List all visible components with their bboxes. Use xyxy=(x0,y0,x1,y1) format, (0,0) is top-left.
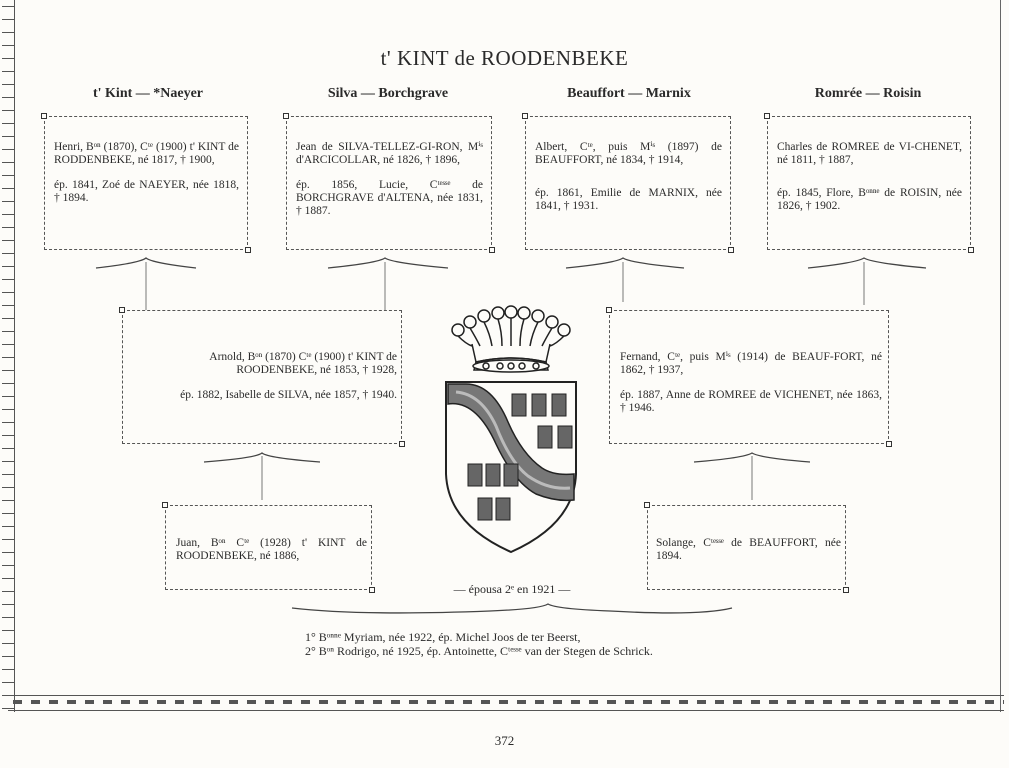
brace-2 xyxy=(327,257,449,269)
genealogy-box-henri: Henri, Bᵒⁿ (1870), Cᵗᵉ (1900) t' KINT de… xyxy=(41,113,251,253)
column-heading-1: t' Kint — *Naeyer xyxy=(92,86,204,101)
children-list: 1° Bᵒⁿⁿᵉ Myriam, née 1922, ép. Michel Jo… xyxy=(305,630,825,658)
brace-1 xyxy=(95,257,197,269)
spouse-entry: ép. 1845, Flore, Bᵒⁿⁿᵉ de ROISIN, née 18… xyxy=(777,187,962,212)
spouse-entry: ép. 1887, Anne de ROMREE de VICHENET, né… xyxy=(620,389,882,414)
genealogy-box-fernand: Fernand, Cᵗᵉ, puis Mⁱˢ (1914) de BEAUF-F… xyxy=(606,307,892,447)
column-heading-2: Silva — Borchgrave xyxy=(327,86,449,101)
spouse-entry: ép. 1882, Isabelle de SILVA, née 1857, †… xyxy=(180,389,397,401)
bottom-border-ornament xyxy=(8,695,1004,711)
brace-6 xyxy=(693,452,811,463)
left-border-ornament xyxy=(2,0,15,712)
genealogy-box-jean: Jean de SILVA-TELLEZ-GI-RON, Mⁱˢ d'ARCIC… xyxy=(283,113,495,253)
brace-7 xyxy=(291,603,733,614)
genealogy-box-albert: Albert, Cᵗᵉ, puis Mⁱˢ (1897) de BEAUFFOR… xyxy=(522,113,734,253)
child-entry: 2° Bᵒⁿ Rodrigo, né 1925, ép. Antoinette,… xyxy=(305,644,653,658)
person-entry: Henri, Bᵒⁿ (1870), Cᵗᵉ (1900) t' KINT de… xyxy=(54,141,239,166)
person-entry: Arnold, Bᵒⁿ (1870) Cᵗᵉ (1900) t' KINT de… xyxy=(209,351,397,376)
page-title: t' KINT de ROODENBEKE xyxy=(380,46,629,70)
column-heading-3: Beauffort — Marnix xyxy=(567,86,691,101)
brace-3 xyxy=(565,257,685,269)
page-number: 372 xyxy=(494,733,515,748)
child-entry: 1° Bᵒⁿⁿᵉ Myriam, née 1922, ép. Michel Jo… xyxy=(305,630,581,644)
person-entry: Juan, Bᵒⁿ Cᵗᵉ (1928) t' KINT de ROODENBE… xyxy=(176,537,367,562)
person-entry: Charles de ROMREE de VI-CHENET, né 1811,… xyxy=(777,141,962,166)
genealogy-box-arnold: Arnold, Bᵒⁿ (1870) Cᵗᵉ (1900) t' KINT de… xyxy=(119,307,405,447)
person-entry: Jean de SILVA-TELLEZ-GI-RON, Mⁱˢ d'ARCIC… xyxy=(296,141,483,166)
person-entry: Fernand, Cᵗᵉ, puis Mⁱˢ (1914) de BEAUF-F… xyxy=(620,351,882,376)
person-entry: Solange, Cᵗᵉˢˢᵉ de BEAUFFORT, née 1894. xyxy=(656,537,841,562)
spouse-entry: ép. 1861, Emilie de MARNIX, née 1841, † … xyxy=(535,187,722,212)
spouse-entry: ép. 1856, Lucie, Cᵗᵉˢˢᵉ de BORCHGRAVE d'… xyxy=(296,179,483,217)
column-heading-4: Romrée — Roisin xyxy=(814,86,922,101)
genealogy-box-juan: Juan, Bᵒⁿ Cᵗᵉ (1928) t' KINT de ROODENBE… xyxy=(162,502,375,593)
coat-of-arms-icon xyxy=(445,305,577,554)
marriage-note: — épousa 2ᵉ en 1921 — xyxy=(453,582,571,596)
right-border xyxy=(1000,0,1007,712)
brace-5 xyxy=(203,452,321,463)
genealogy-box-solange: Solange, Cᵗᵉˢˢᵉ de BEAUFFORT, née 1894. xyxy=(644,502,849,593)
brace-4 xyxy=(807,257,927,269)
person-entry: Albert, Cᵗᵉ, puis Mⁱˢ (1897) de BEAUFFOR… xyxy=(535,141,722,166)
spouse-entry: ép. 1841, Zoé de NAEYER, née 1818, † 189… xyxy=(54,179,239,204)
genealogy-box-charles: Charles de ROMREE de VI-CHENET, né 1811,… xyxy=(764,113,974,253)
